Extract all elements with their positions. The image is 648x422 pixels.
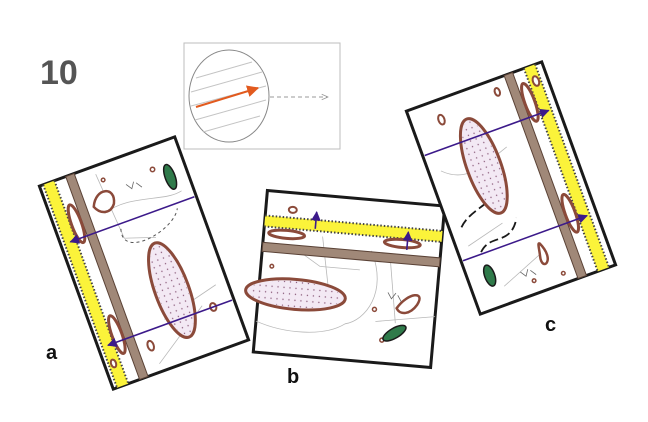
arrow-icon [424, 108, 550, 157]
chloroplast-icon [382, 324, 407, 342]
chloroplast-icon [162, 163, 178, 190]
arrow-icon [69, 196, 195, 244]
chloroplast-icon [482, 264, 497, 287]
panel-label-b: b [287, 366, 300, 388]
panel-c-diagram [404, 59, 618, 317]
arrow-icon [107, 299, 233, 347]
panel-label-c: c [545, 314, 557, 336]
figure-number: 10 [40, 54, 78, 92]
direction-key-icon [183, 42, 341, 150]
panel-b-diagram [244, 188, 447, 370]
vacuole-icon [147, 241, 197, 339]
panel-a-diagram [37, 134, 251, 392]
panel-label-a: a [46, 342, 58, 364]
vacuole-icon [458, 117, 509, 215]
arrow-icon [402, 231, 413, 250]
arrow-icon [311, 210, 321, 229]
arrow-icon [462, 214, 588, 262]
vacuole-icon [244, 277, 347, 312]
